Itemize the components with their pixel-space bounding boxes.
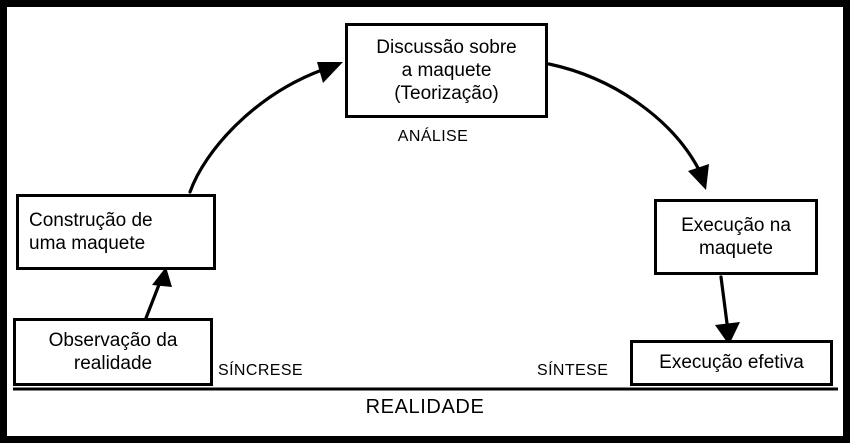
arrow-discussao-to-execucao-maquete (547, 62, 709, 190)
node-observacao-line-2: realidade (73, 353, 153, 374)
node-construcao-text: Construção de uma maquete (19, 209, 213, 255)
node-construcao-line-1: Construção de (29, 209, 153, 231)
arrow-execucao-maquete-to-efetiva (715, 275, 740, 345)
node-discussao-line-1: Discussão sobre (376, 36, 517, 58)
node-observacao-text: Observação da realidade (16, 329, 210, 375)
node-discussao-line-3: (Teorização) (394, 83, 499, 105)
caption-realidade: REALIDADE (365, 396, 485, 418)
node-discussao-line-2: a maquete (401, 59, 492, 81)
node-discussao-sobre-a-maquete[interactable]: Discussão sobre a maquete (Teorização) (345, 23, 548, 118)
caption-sintese: SÍNTESE (537, 362, 609, 379)
node-construcao-line-2: uma maquete (29, 233, 146, 254)
node-construcao-de-uma-maquete[interactable]: Construção de uma maquete (16, 194, 216, 270)
node-execucao-maquete-line-2: maquete (699, 238, 773, 259)
node-observacao-da-realidade[interactable]: Observação da realidade (13, 318, 213, 386)
node-observacao-line-1: Observação da (48, 329, 178, 351)
node-execucao-efetiva[interactable]: Execução efetiva (630, 340, 833, 386)
node-execucao-efetiva-line-1: Execução efetiva (659, 352, 804, 374)
node-execucao-efetiva-text: Execução efetiva (633, 351, 830, 374)
arrow-observacao-to-construcao (144, 267, 172, 320)
arrow-construcao-to-discussao (188, 62, 343, 194)
node-discussao-text: Discussão sobre a maquete (Teorização) (348, 36, 545, 106)
node-execucao-na-maquete[interactable]: Execução na maquete (654, 199, 818, 275)
caption-analise: ANÁLISE (397, 128, 469, 145)
node-execucao-maquete-line-1: Execução na (681, 214, 791, 236)
caption-sincrese: SÍNCRESE (218, 362, 303, 379)
node-execucao-maquete-text: Execução na maquete (657, 214, 815, 260)
